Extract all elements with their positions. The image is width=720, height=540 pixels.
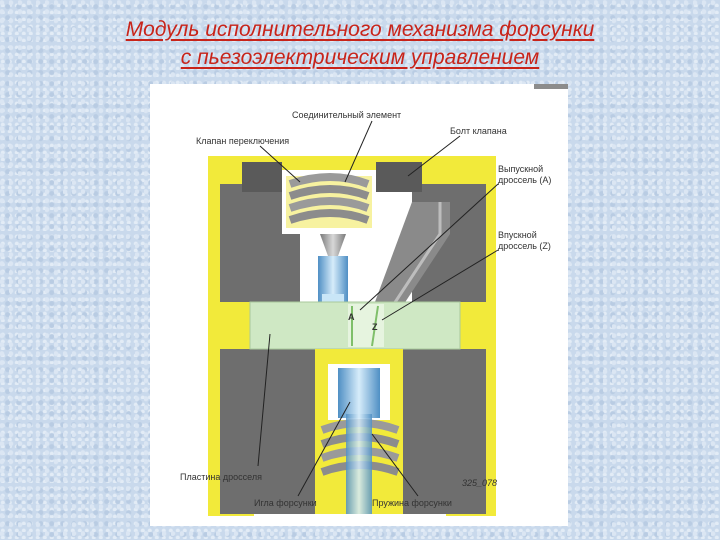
housing-lower-right [400,349,486,514]
control-piston [338,368,380,418]
injector-diagram: Соединительный элемент Клапан переключен… [150,84,568,526]
leader-lines [257,120,499,497]
title-line-2: с пьезоэлектрическим управлением [180,46,540,69]
valve-bolt [320,234,346,256]
injector-drawing [208,120,499,516]
label-throttle-plate: Пластина дросселя [180,472,262,482]
title-line-1: Модуль исполнительного механизма форсунк… [125,18,595,41]
label-outlet-throttle: Выпускной дроссель (A) [498,164,552,185]
throttle-channel-z [371,305,379,347]
fuel-channel-edge [388,202,442,311]
mark-z: Z [372,322,378,332]
label-inlet-throttle: Впускной дроссель (Z) [498,230,551,251]
fuel-channel [372,202,450,310]
housing-lower-left [220,349,320,514]
corner-mark [534,84,568,89]
label-nozzle-needle: Игла форсунки [254,498,317,508]
housing-top-right [376,162,422,192]
nozzle-needle-stem [346,414,372,514]
throttle-plate-bore [348,304,384,347]
label-switch-valve: Клапан переключения [196,136,290,146]
housing-top-left [242,162,282,192]
mark-a: A [348,312,355,322]
slide-title: Модуль исполнительного механизма форсунк… [0,16,720,72]
label-figure-code: 325_078 [462,478,498,488]
label-nozzle-spring: Пружина форсунки [372,498,452,508]
label-valve-bolt: Болт клапана [450,126,507,136]
upper-spring [286,173,372,228]
label-connector: Соединительный элемент [292,110,402,120]
